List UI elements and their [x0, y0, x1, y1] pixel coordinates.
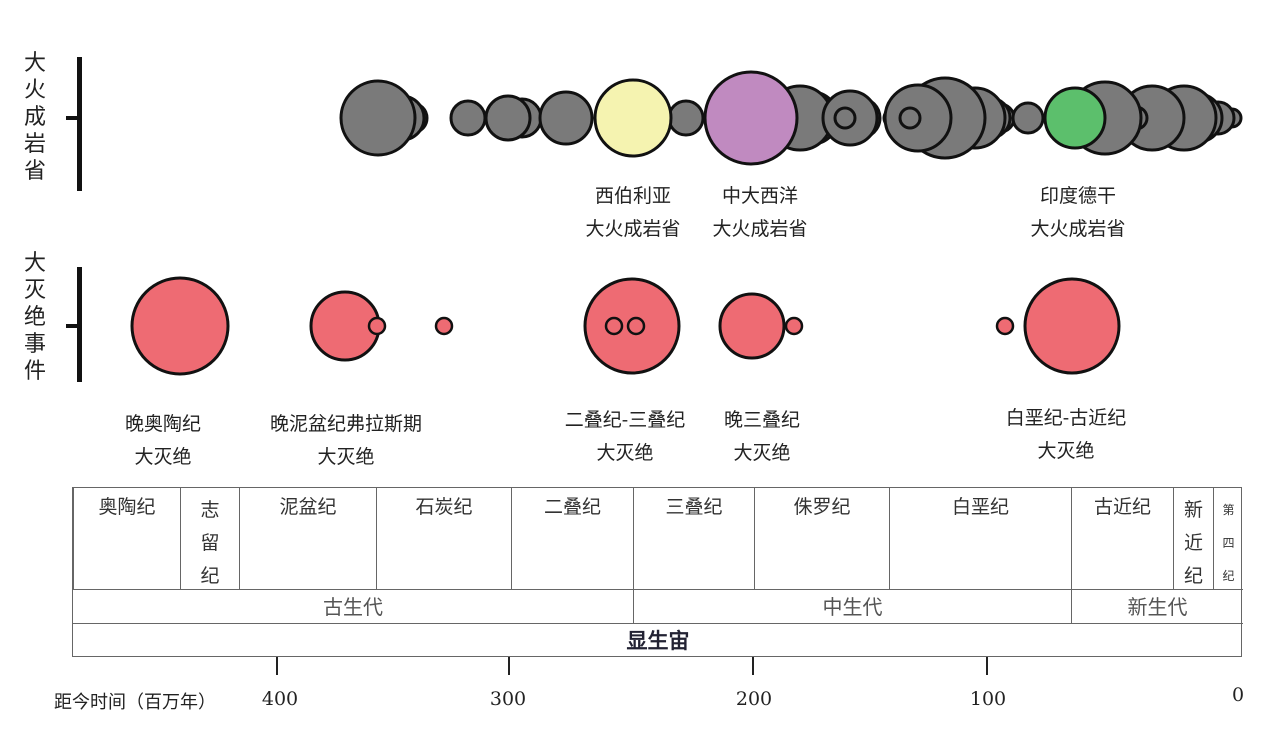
lip-bubble: [1011, 101, 1045, 135]
period-label: 二叠纪: [543, 496, 601, 518]
lip-bubble-camp: [703, 70, 799, 166]
label-line: 西伯利亚: [594, 185, 672, 207]
lip-bubble: [667, 99, 705, 137]
period-cell: 二叠纪: [511, 488, 633, 589]
lip-label-deccan: 印度德干大火成岩省: [1030, 180, 1125, 246]
label-line: 晚三叠纪: [723, 409, 801, 431]
period-label: 泥盆纪: [279, 496, 337, 518]
extinction-label-triassic: 晚三叠纪大灭绝: [724, 404, 800, 470]
lip-axis-tick: [66, 116, 80, 120]
period-cell: 志留纪: [180, 488, 239, 589]
lip-bubble: [833, 106, 857, 130]
label-line: 白垩纪-古近纪: [1005, 407, 1127, 429]
extinction-bubble: [995, 316, 1015, 336]
period-cell: 侏罗纪: [754, 488, 889, 589]
label-line: 大火成岩省: [585, 218, 681, 240]
extinction-bubble: [367, 316, 387, 336]
period-label: 古近纪: [1093, 496, 1151, 518]
tick-label: 0: [1231, 684, 1245, 706]
extinction-label-permian: 二叠纪-三叠纪大灭绝: [565, 404, 685, 470]
era-cell: 中生代: [633, 589, 1071, 623]
label-line: 大火成岩省: [1030, 218, 1126, 240]
period-label: 侏罗纪: [793, 496, 851, 518]
period-label: 白垩纪: [951, 496, 1009, 518]
period-label: 三叠纪: [665, 496, 723, 518]
extinction-axis-label: 大灭绝事件: [23, 251, 46, 384]
period-label: 志留纪: [200, 499, 220, 587]
lip-axis-bar: [77, 57, 82, 191]
geologic-time-table: 奥陶纪 志留纪 泥盆纪 石炭纪 二叠纪 三叠纪 侏罗纪 白垩纪 古近纪 新近纪 第四纪古生代中生代新…: [72, 487, 1243, 657]
extinction-label-ordovician: 晚奥陶纪大灭绝: [125, 408, 201, 474]
lip-bubble: [484, 94, 532, 142]
label-line: 大火成岩省: [712, 218, 808, 240]
lip-bubble-siberian: [593, 78, 673, 158]
extinction-bubble: [784, 316, 804, 336]
extinction-bubble: [626, 316, 646, 336]
lip-label-camp: 中大西洋大火成岩省: [712, 180, 807, 246]
period-label: 新近纪: [1184, 499, 1204, 587]
eon-cell: 显生宙: [73, 623, 1243, 657]
label-line: 晚奥陶纪: [124, 413, 202, 435]
label-line: 印度德干: [1039, 185, 1117, 207]
extinction-bubble: [130, 276, 230, 376]
period-cell: 泥盆纪: [239, 488, 376, 589]
label-line: 大灭绝: [317, 446, 375, 468]
era-cell: 新生代: [1071, 589, 1243, 623]
period-cell: 古近纪: [1071, 488, 1173, 589]
period-label: 第四纪: [1222, 503, 1235, 583]
extinction-bubble: [1023, 277, 1121, 375]
label-line: 大灭绝: [733, 442, 791, 464]
tick-label: 200: [735, 688, 773, 710]
lip-label-siberian: 西伯利亚大火成岩省: [585, 180, 680, 246]
tick-100: [986, 657, 988, 675]
period-cell: 石炭纪: [376, 488, 511, 589]
label-line: 晚泥盆纪弗拉斯期: [269, 413, 423, 435]
lip-bubble: [449, 99, 487, 137]
period-cell: 三叠纪: [633, 488, 754, 589]
lip-bubble: [538, 90, 594, 146]
period-label: 奥陶纪: [98, 496, 156, 518]
tick-200: [752, 657, 754, 675]
extinction-bubble: [604, 316, 624, 336]
period-cell: 奥陶纪: [73, 488, 180, 589]
extinction-bubble: [718, 292, 786, 360]
lip-bubble: [898, 106, 922, 130]
tick-400: [276, 657, 278, 675]
label-line: 大灭绝: [596, 442, 654, 464]
tick-label: 100: [969, 688, 1007, 710]
tick-label: 400: [261, 688, 299, 710]
period-label: 石炭纪: [415, 496, 473, 518]
tick-label: 300: [489, 688, 527, 710]
label-line: 大灭绝: [1037, 440, 1095, 462]
extinction-axis-tick: [66, 324, 80, 328]
extinction-label-kpg: 白垩纪-古近纪大灭绝: [1006, 402, 1126, 468]
tick-300: [508, 657, 510, 675]
period-cell: 新近纪: [1173, 488, 1213, 589]
label-line: 中大西洋: [721, 185, 799, 207]
extinction-label-devonian: 晚泥盆纪弗拉斯期大灭绝: [270, 408, 422, 474]
label-line: 大灭绝: [134, 446, 192, 468]
label-line: 二叠纪-三叠纪: [564, 409, 686, 431]
lip-axis-label: 大火成岩省: [23, 51, 46, 184]
period-cell: 白垩纪: [889, 488, 1071, 589]
lip-bubble-deccan: [1043, 86, 1107, 150]
era-cell: 古生代: [73, 589, 633, 623]
time-axis-label: 距今时间（百万年）: [54, 692, 216, 713]
period-cell: 第四纪: [1213, 488, 1243, 589]
extinction-bubble: [434, 316, 454, 336]
lip-bubble: [339, 79, 417, 157]
